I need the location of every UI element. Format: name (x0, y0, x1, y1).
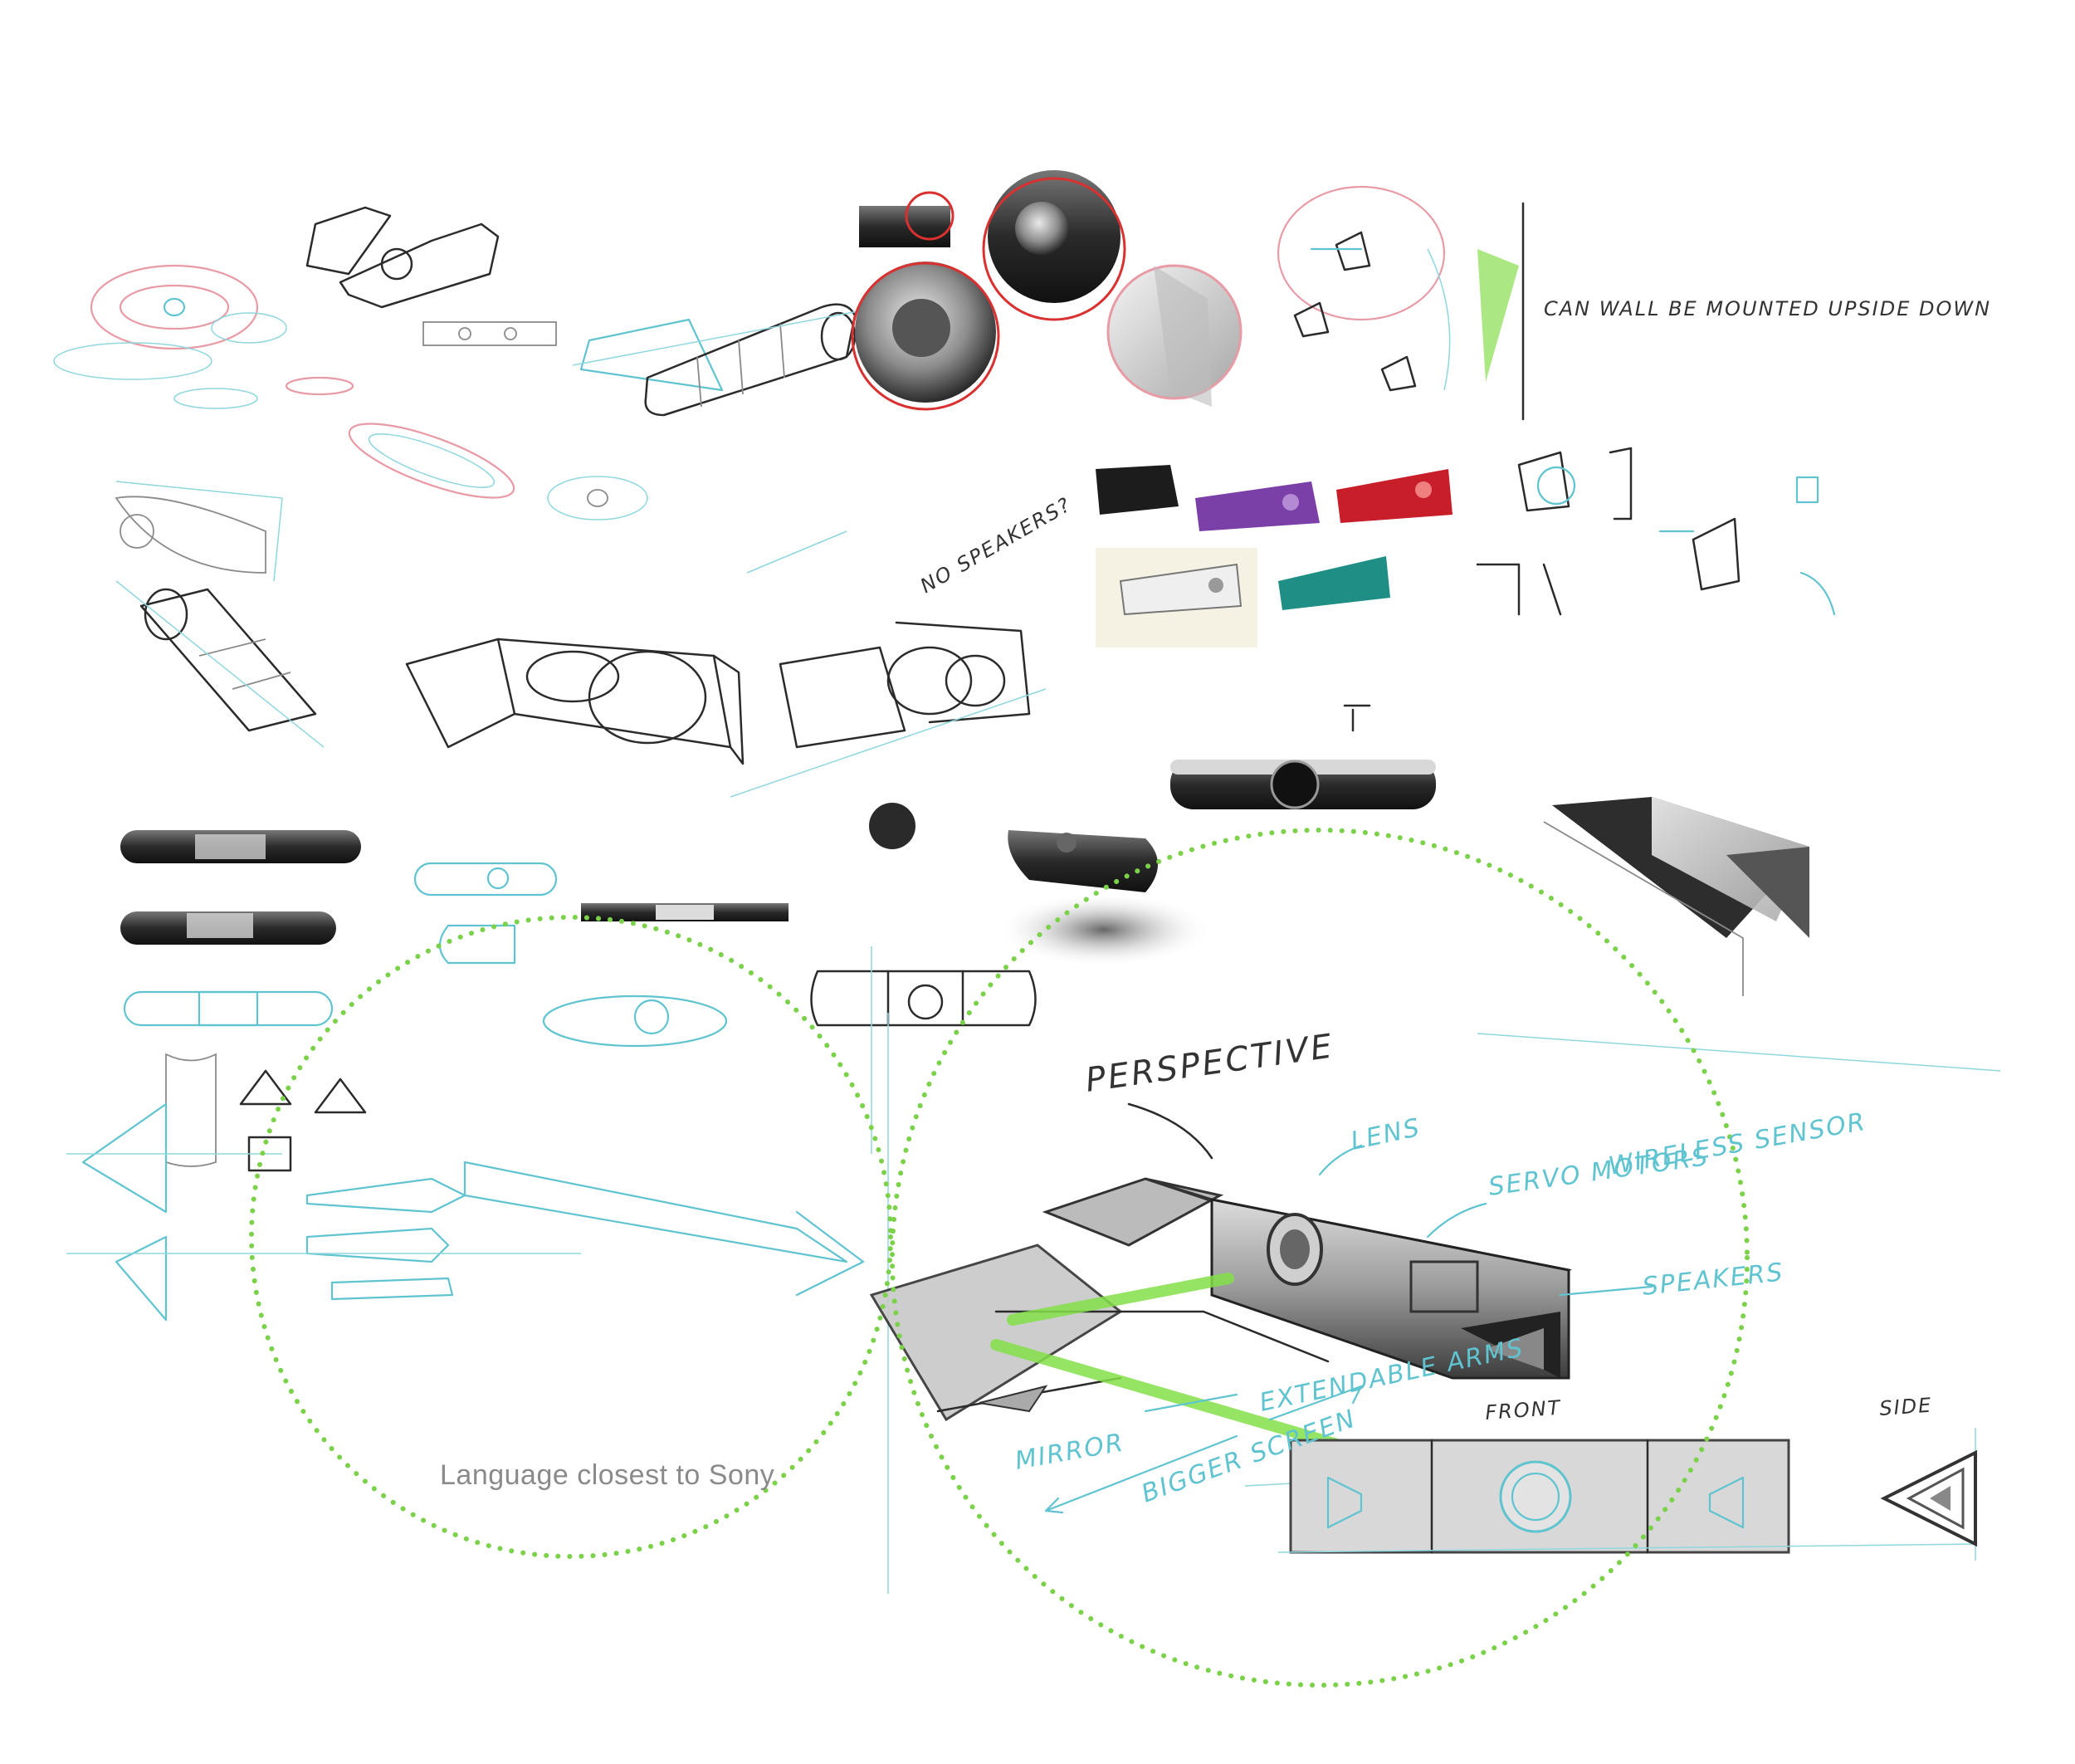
triangular-wedge-render (1543, 797, 1809, 996)
color-variants (1096, 465, 1452, 647)
ellipse-sketches-top-left (53, 264, 648, 520)
lens-label: LENS (1348, 1113, 1423, 1156)
side-view (1880, 1428, 1977, 1561)
projector-perspective-render (869, 1144, 1653, 1514)
red-circled-renders (851, 170, 1243, 411)
variant-red (1336, 469, 1452, 523)
pill-bar-renders (120, 830, 788, 1048)
variant-white (1096, 548, 1257, 647)
variant-teal (1278, 556, 1390, 610)
mid-left-sketches (115, 481, 325, 748)
speakers-label: SPEAKERS (1641, 1258, 1785, 1302)
front-label: FRONT (1484, 1396, 1562, 1424)
long-cylinder-sketch (572, 303, 881, 417)
side-label: SIDE (1878, 1394, 1933, 1420)
wall-mount-sketches: CAN WALL BE MOUNTED UPSIDE DOWN (1277, 185, 1991, 421)
no-speakers-label: NO SPEAKERS? (916, 492, 1076, 598)
tri-lobe-sketch (810, 970, 1037, 1027)
group-circle-right (890, 828, 1750, 1688)
sony-language-caption: Language closest to Sony (440, 1459, 775, 1491)
geometric-sketches (66, 1053, 865, 1322)
center-outline-sketches (405, 530, 1047, 798)
side-profile-sketches (1476, 447, 1836, 616)
dark-pill-render (869, 803, 1212, 967)
can-wall-note: CAN WALL BE MOUNTED UPSIDE DOWN (1544, 297, 1991, 320)
front-view (1277, 1439, 1976, 1554)
mirror-label: MIRROR (1013, 1428, 1126, 1476)
dual-housing-sketch (305, 206, 557, 346)
perspective-leader (1127, 1102, 1213, 1160)
variant-purple (1195, 481, 1320, 531)
variant-black (1096, 465, 1179, 515)
lens-bar-render (1170, 704, 1436, 809)
perspective-label: PERSPECTIVE (1083, 1027, 1336, 1100)
group-circle-left (249, 915, 893, 1559)
